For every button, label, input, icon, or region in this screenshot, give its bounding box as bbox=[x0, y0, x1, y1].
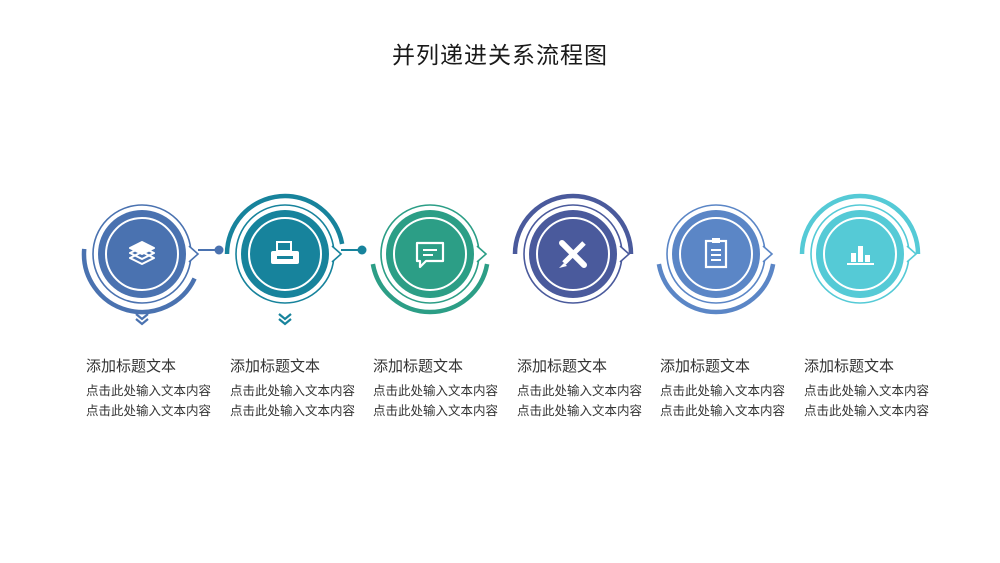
doc-clip bbox=[712, 238, 720, 243]
pencil-tip bbox=[559, 263, 567, 268]
printer-icon bbox=[271, 241, 299, 264]
layer-shape bbox=[129, 251, 155, 265]
outer-arc bbox=[370, 263, 490, 315]
step-description: 点击此处输入文本内容点击此处输入文本内容 bbox=[804, 383, 930, 418]
connector-dot bbox=[357, 245, 367, 255]
step-text-block: 添加标题文本点击此处输入文本内容点击此处输入文本内容 bbox=[230, 355, 355, 420]
inner-ring bbox=[248, 217, 322, 291]
step-text-block: 添加标题文本点击此处输入文本内容点击此处输入文本内容 bbox=[660, 355, 785, 420]
step-node bbox=[370, 204, 490, 315]
outer-arc bbox=[656, 263, 776, 315]
step-heading: 添加标题文本 bbox=[660, 357, 751, 375]
step-node bbox=[224, 193, 367, 326]
outer-arc bbox=[512, 193, 634, 255]
step-text-block: 添加标题文本点击此处输入文本内容点击此处输入文本内容 bbox=[804, 355, 929, 420]
pencil-shape bbox=[562, 241, 586, 265]
stack-layers-icon bbox=[129, 241, 155, 265]
step-text-block: 添加标题文本点击此处输入文本内容点击此处输入文本内容 bbox=[373, 355, 498, 420]
inner-ring bbox=[536, 217, 610, 291]
step-node bbox=[81, 204, 224, 326]
pointer bbox=[762, 245, 774, 263]
step-heading: 添加标题文本 bbox=[804, 357, 895, 375]
step-description: 点击此处输入文本内容点击此处输入文本内容 bbox=[373, 383, 499, 418]
layer-shape bbox=[129, 246, 155, 260]
step-description: 点击此处输入文本内容点击此处输入文本内容 bbox=[230, 383, 356, 418]
step-heading: 添加标题文本 bbox=[517, 357, 608, 375]
pointer bbox=[906, 245, 918, 263]
pointer bbox=[619, 245, 631, 263]
pointer bbox=[188, 245, 200, 263]
step-node bbox=[656, 204, 776, 315]
inner-ring bbox=[679, 217, 753, 291]
step-description: 点击此处输入文本内容点击此处输入文本内容 bbox=[517, 383, 643, 418]
pencil-ruler-icon bbox=[559, 240, 587, 268]
step-heading: 添加标题文本 bbox=[373, 357, 464, 375]
step-description: 点击此处输入文本内容点击此处输入文本内容 bbox=[660, 383, 786, 418]
chevron-down-icon bbox=[278, 313, 292, 321]
printer-slot bbox=[277, 256, 293, 259]
chevron-down-icon bbox=[135, 318, 149, 326]
bar bbox=[858, 246, 863, 262]
bar-chart-icon bbox=[847, 246, 874, 265]
document-icon bbox=[704, 238, 728, 269]
step-text-block: 添加标题文本点击此处输入文本内容点击此处输入文本内容 bbox=[86, 355, 211, 420]
bubble-shape bbox=[415, 241, 445, 269]
pointer bbox=[331, 245, 343, 263]
step-description: 点击此处输入文本内容点击此处输入文本内容 bbox=[86, 383, 212, 418]
outer-arc bbox=[799, 193, 921, 255]
inner-ring bbox=[823, 217, 897, 291]
bar bbox=[865, 255, 870, 262]
outer-arc bbox=[224, 193, 345, 255]
page-title: 并列递进关系流程图 bbox=[392, 43, 608, 69]
chevron-down-icon bbox=[135, 313, 149, 321]
pointer bbox=[476, 245, 488, 263]
inner-ring bbox=[105, 217, 179, 291]
inner-ring bbox=[393, 217, 467, 291]
chevron-down-icon bbox=[278, 318, 292, 326]
step-heading: 添加标题文本 bbox=[230, 357, 321, 375]
connector-dot bbox=[214, 245, 224, 255]
step-node bbox=[512, 193, 634, 304]
outer-arc bbox=[81, 248, 197, 315]
step-node bbox=[799, 193, 921, 304]
bar bbox=[851, 253, 856, 262]
step-heading: 添加标题文本 bbox=[86, 357, 177, 375]
chat-bubble-icon bbox=[415, 241, 445, 269]
step-text-block: 添加标题文本点击此处输入文本内容点击此处输入文本内容 bbox=[517, 355, 642, 420]
